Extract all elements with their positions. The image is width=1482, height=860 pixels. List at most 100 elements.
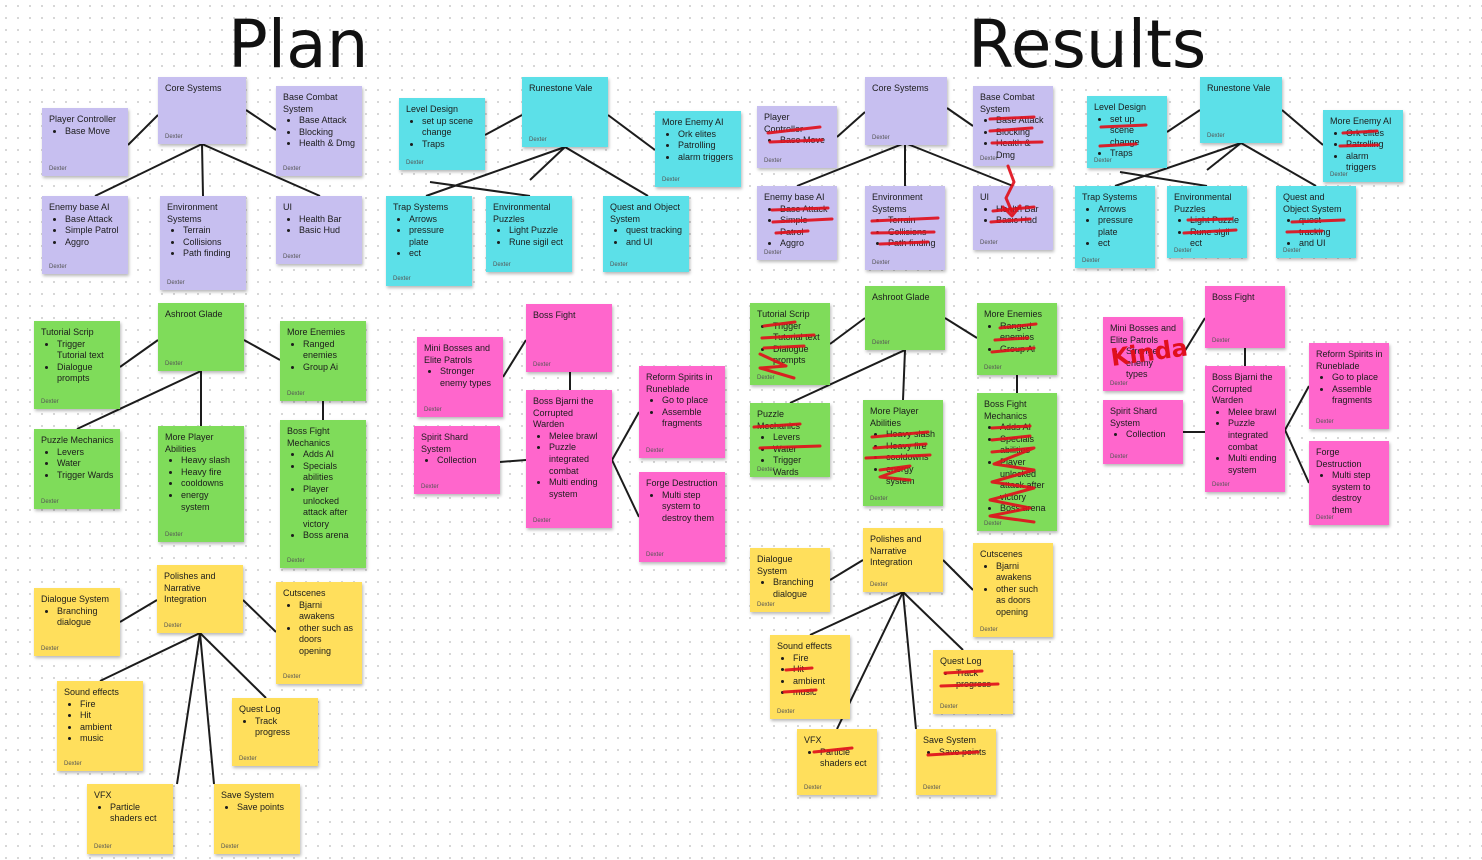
plan-note-level-design[interactable]: Level Designset up scene changeTrapsDext… bbox=[399, 98, 485, 170]
connector-line bbox=[429, 181, 531, 197]
results-note-reform[interactable]: Reform Spirits in RunebladeGo to placeAs… bbox=[1309, 343, 1389, 429]
results-note-env-puzzles[interactable]: Environmental PuzzlesLight PuzzleRune si… bbox=[1167, 186, 1247, 258]
results-note-boss-bjarni[interactable]: Boss Bjarni the Corrupted WardenMelee br… bbox=[1205, 366, 1285, 492]
results-note-forge[interactable]: Forge DestructionMulti step system to de… bbox=[1309, 441, 1389, 525]
results-note-base-combat[interactable]: Base Combat SystemBase AttackBlockingHea… bbox=[973, 86, 1053, 166]
plan-note-tutorial[interactable]: Tutorial ScripTrigger Tutorial textDialo… bbox=[34, 321, 120, 409]
note-author: Dexter bbox=[1207, 133, 1225, 139]
note-bullet-item: Track progress bbox=[255, 716, 312, 739]
note-title: Environmental Puzzles bbox=[493, 202, 551, 224]
note-title: Boss Bjarni the Corrupted Warden bbox=[533, 396, 594, 430]
note-title: Spirit Shard System bbox=[1110, 406, 1158, 428]
results-note-more-enemy-ai[interactable]: More Enemy AIOrk elitesPatrollingalarm t… bbox=[1323, 110, 1403, 182]
results-note-puzzle-mech[interactable]: Puzzle MechanicsLeversWaterTrigger Wards… bbox=[750, 403, 830, 477]
plan-note-env-puzzles[interactable]: Environmental PuzzlesLight PuzzleRune si… bbox=[486, 196, 572, 272]
results-note-spirit-shard[interactable]: Spirit Shard SystemCollectionDexter bbox=[1103, 400, 1183, 464]
results-note-tutorial[interactable]: Tutorial ScripTrigger Tutorial textDialo… bbox=[750, 303, 830, 385]
note-bullet-item: Base Move bbox=[65, 126, 122, 138]
plan-note-environment[interactable]: Environment SystemsTerrainCollisionsPath… bbox=[160, 196, 246, 290]
note-bullet-item: Track progress bbox=[956, 668, 1007, 691]
note-bullet-item: Specials abilities bbox=[303, 461, 360, 484]
plan-note-quest-object[interactable]: Quest and Object Systemquest trackingand… bbox=[603, 196, 689, 272]
results-note-cutscenes[interactable]: CutscenesBjarni awakensother such as doo… bbox=[973, 543, 1053, 637]
plan-note-player-abilities[interactable]: More Player AbilitiesHeavy slashHeavy fi… bbox=[158, 426, 244, 542]
plan-note-forge[interactable]: Forge DestructionMulti step system to de… bbox=[639, 472, 725, 562]
note-bullet-item: Trigger Wards bbox=[57, 470, 114, 482]
results-note-level-design[interactable]: Level Designset up scene changeTrapsDext… bbox=[1087, 96, 1167, 168]
note-bullet-list: Ork elitesPatrollingalarm triggers bbox=[1330, 128, 1397, 174]
plan-note-sound[interactable]: Sound effectsFireHitambientmusicDexter bbox=[57, 681, 143, 771]
plan-note-spirit-shard[interactable]: Spirit Shard SystemCollectionDexter bbox=[414, 426, 500, 494]
note-bullet-item: Bjarni awakens bbox=[996, 561, 1047, 584]
note-bullet-item: Ranged enemies bbox=[1000, 321, 1051, 344]
note-bullet-item: Base Attack bbox=[780, 204, 831, 216]
connector-line bbox=[1182, 317, 1206, 355]
note-title: Cutscenes bbox=[283, 588, 326, 598]
note-author: Dexter bbox=[164, 623, 182, 629]
note-author: Dexter bbox=[1283, 248, 1301, 254]
plan-note-enemy-ai[interactable]: Enemy base AIBase AttackSimple PatrolAgg… bbox=[42, 196, 128, 274]
plan-note-boss-bjarni[interactable]: Boss Bjarni the Corrupted WardenMelee br… bbox=[526, 390, 612, 528]
note-bullet-item: music bbox=[80, 733, 137, 745]
plan-note-mini-bosses[interactable]: Mini Bosses and Elite PatrolsStronger en… bbox=[417, 337, 503, 417]
note-author: Dexter bbox=[283, 674, 301, 680]
note-title: Boss Fight bbox=[533, 310, 576, 320]
note-bullet-item: Water bbox=[57, 458, 114, 470]
results-note-boss-mech[interactable]: Boss Fight MechanicsAdds AISpecials abil… bbox=[977, 393, 1057, 531]
results-note-trap-systems[interactable]: Trap SystemsArrowspressure plateectDexte… bbox=[1075, 186, 1155, 268]
plan-note-reform[interactable]: Reform Spirits in RunebladeGo to placeAs… bbox=[639, 366, 725, 458]
connector-line bbox=[944, 317, 978, 339]
plan-note-more-enemy-ai[interactable]: More Enemy AIOrk elitesPatrollingalarm t… bbox=[655, 111, 741, 187]
results-note-mini-bosses[interactable]: Mini Bosses and Elite PatrolsStronger en… bbox=[1103, 317, 1183, 391]
note-title: VFX bbox=[94, 790, 112, 800]
note-bullet-item: Particle shaders ect bbox=[110, 802, 167, 825]
results-note-sound[interactable]: Sound effectsFireHitambientmusicDexter bbox=[770, 635, 850, 719]
connector-line bbox=[499, 459, 527, 463]
note-bullet-item: Go to place bbox=[1332, 372, 1383, 384]
results-note-environment[interactable]: Environment SystemsTerrainCollisionsPath… bbox=[865, 186, 945, 270]
plan-note-cutscenes[interactable]: CutscenesBjarni awakensother such as doo… bbox=[276, 582, 362, 684]
connector-line bbox=[836, 111, 866, 138]
plan-note-trap-systems[interactable]: Trap SystemsArrowspressure plateectDexte… bbox=[386, 196, 472, 286]
note-title: Trap Systems bbox=[1082, 192, 1138, 202]
note-bullet-item: Rune sigil ect bbox=[509, 237, 566, 249]
results-note-player-abilities[interactable]: More Player AbilitiesHeavy slashHeavy fi… bbox=[863, 400, 943, 506]
note-bullet-item: Bjarni awakens bbox=[299, 600, 356, 623]
plan-note-puzzle-mech[interactable]: Puzzle MechanicsLeversWaterTrigger Wards… bbox=[34, 429, 120, 509]
plan-note-base-combat[interactable]: Base Combat SystemBase AttackBlockingHea… bbox=[276, 86, 362, 176]
note-title: Reform Spirits in Runeblade bbox=[1316, 349, 1383, 371]
plan-note-boss-mech[interactable]: Boss Fight MechanicsAdds AISpecials abil… bbox=[280, 420, 366, 568]
results-note-enemy-ai[interactable]: Enemy base AIBase AttackSimple PatrolAgg… bbox=[757, 186, 837, 260]
results-note-quest-object[interactable]: Quest and Object Systemquest trackingand… bbox=[1276, 186, 1356, 258]
note-bullet-list: Heavy slashHeavy firecooldownsenergy sys… bbox=[165, 455, 238, 513]
note-bullet-list: Ork elitesPatrollingalarm triggers bbox=[662, 129, 735, 164]
note-title: Quest and Object System bbox=[1283, 192, 1342, 214]
note-bullet-item: Ranged enemies bbox=[303, 339, 360, 362]
note-bullet-item: Blocking bbox=[299, 127, 356, 139]
connector-line bbox=[127, 114, 159, 146]
